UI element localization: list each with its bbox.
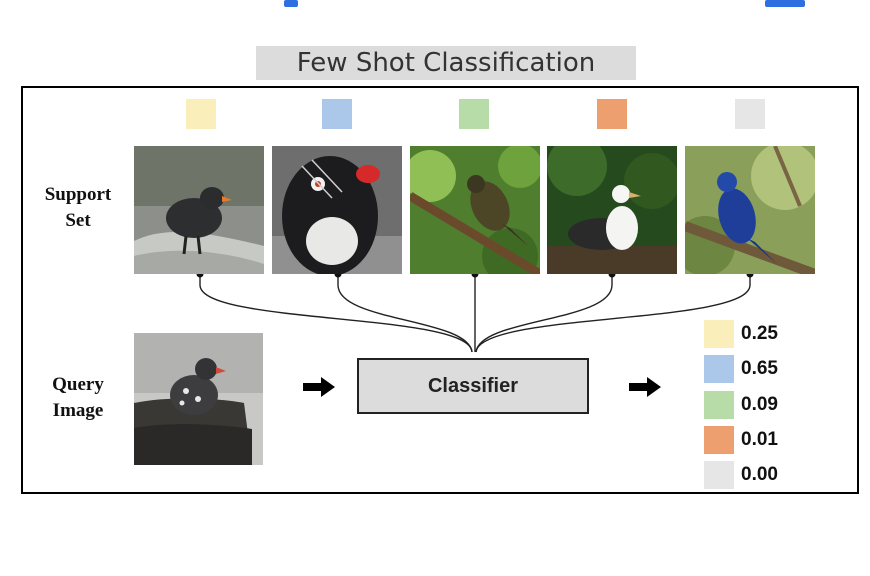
support-label-line-2: Set bbox=[65, 210, 91, 231]
top-strip-left bbox=[284, 0, 298, 7]
bird-photo-warbler bbox=[410, 146, 540, 274]
score-value-1: 0.25 bbox=[741, 323, 778, 344]
support-set-label: Support Set bbox=[28, 182, 128, 234]
bird-photo-query-auklet bbox=[134, 333, 263, 465]
query-image-label: Query Image bbox=[28, 372, 128, 424]
score-swatch-3 bbox=[704, 391, 734, 419]
query-label-line-1: Query bbox=[52, 374, 104, 395]
score-value-5: 0.00 bbox=[741, 464, 778, 485]
bird-photo-albatross bbox=[547, 146, 677, 274]
top-strip-right bbox=[765, 0, 805, 7]
diagram-title: Few Shot Classification bbox=[256, 46, 636, 80]
classifier-box: Classifier bbox=[357, 358, 589, 414]
arrow-right-icon bbox=[303, 377, 335, 397]
class-swatch-5 bbox=[735, 99, 765, 129]
class-swatch-4 bbox=[597, 99, 627, 129]
class-swatch-3 bbox=[459, 99, 489, 129]
support-label-line-1: Support bbox=[44, 184, 112, 205]
score-swatch-2 bbox=[704, 355, 734, 383]
score-swatch-5 bbox=[704, 461, 734, 489]
class-swatch-1 bbox=[186, 99, 216, 129]
query-label-line-2: Image bbox=[52, 400, 104, 421]
score-value-4: 0.01 bbox=[741, 429, 778, 450]
class-swatch-2 bbox=[322, 99, 352, 129]
score-swatch-4 bbox=[704, 426, 734, 454]
arrow-right-icon bbox=[629, 377, 661, 397]
score-value-2: 0.65 bbox=[741, 358, 778, 379]
score-swatch-1 bbox=[704, 320, 734, 348]
score-value-3: 0.09 bbox=[741, 394, 778, 415]
bird-photo-auklet bbox=[134, 146, 264, 274]
bird-photo-auklet-closeup bbox=[272, 146, 402, 274]
bird-photo-indigo-bunting bbox=[685, 146, 815, 274]
